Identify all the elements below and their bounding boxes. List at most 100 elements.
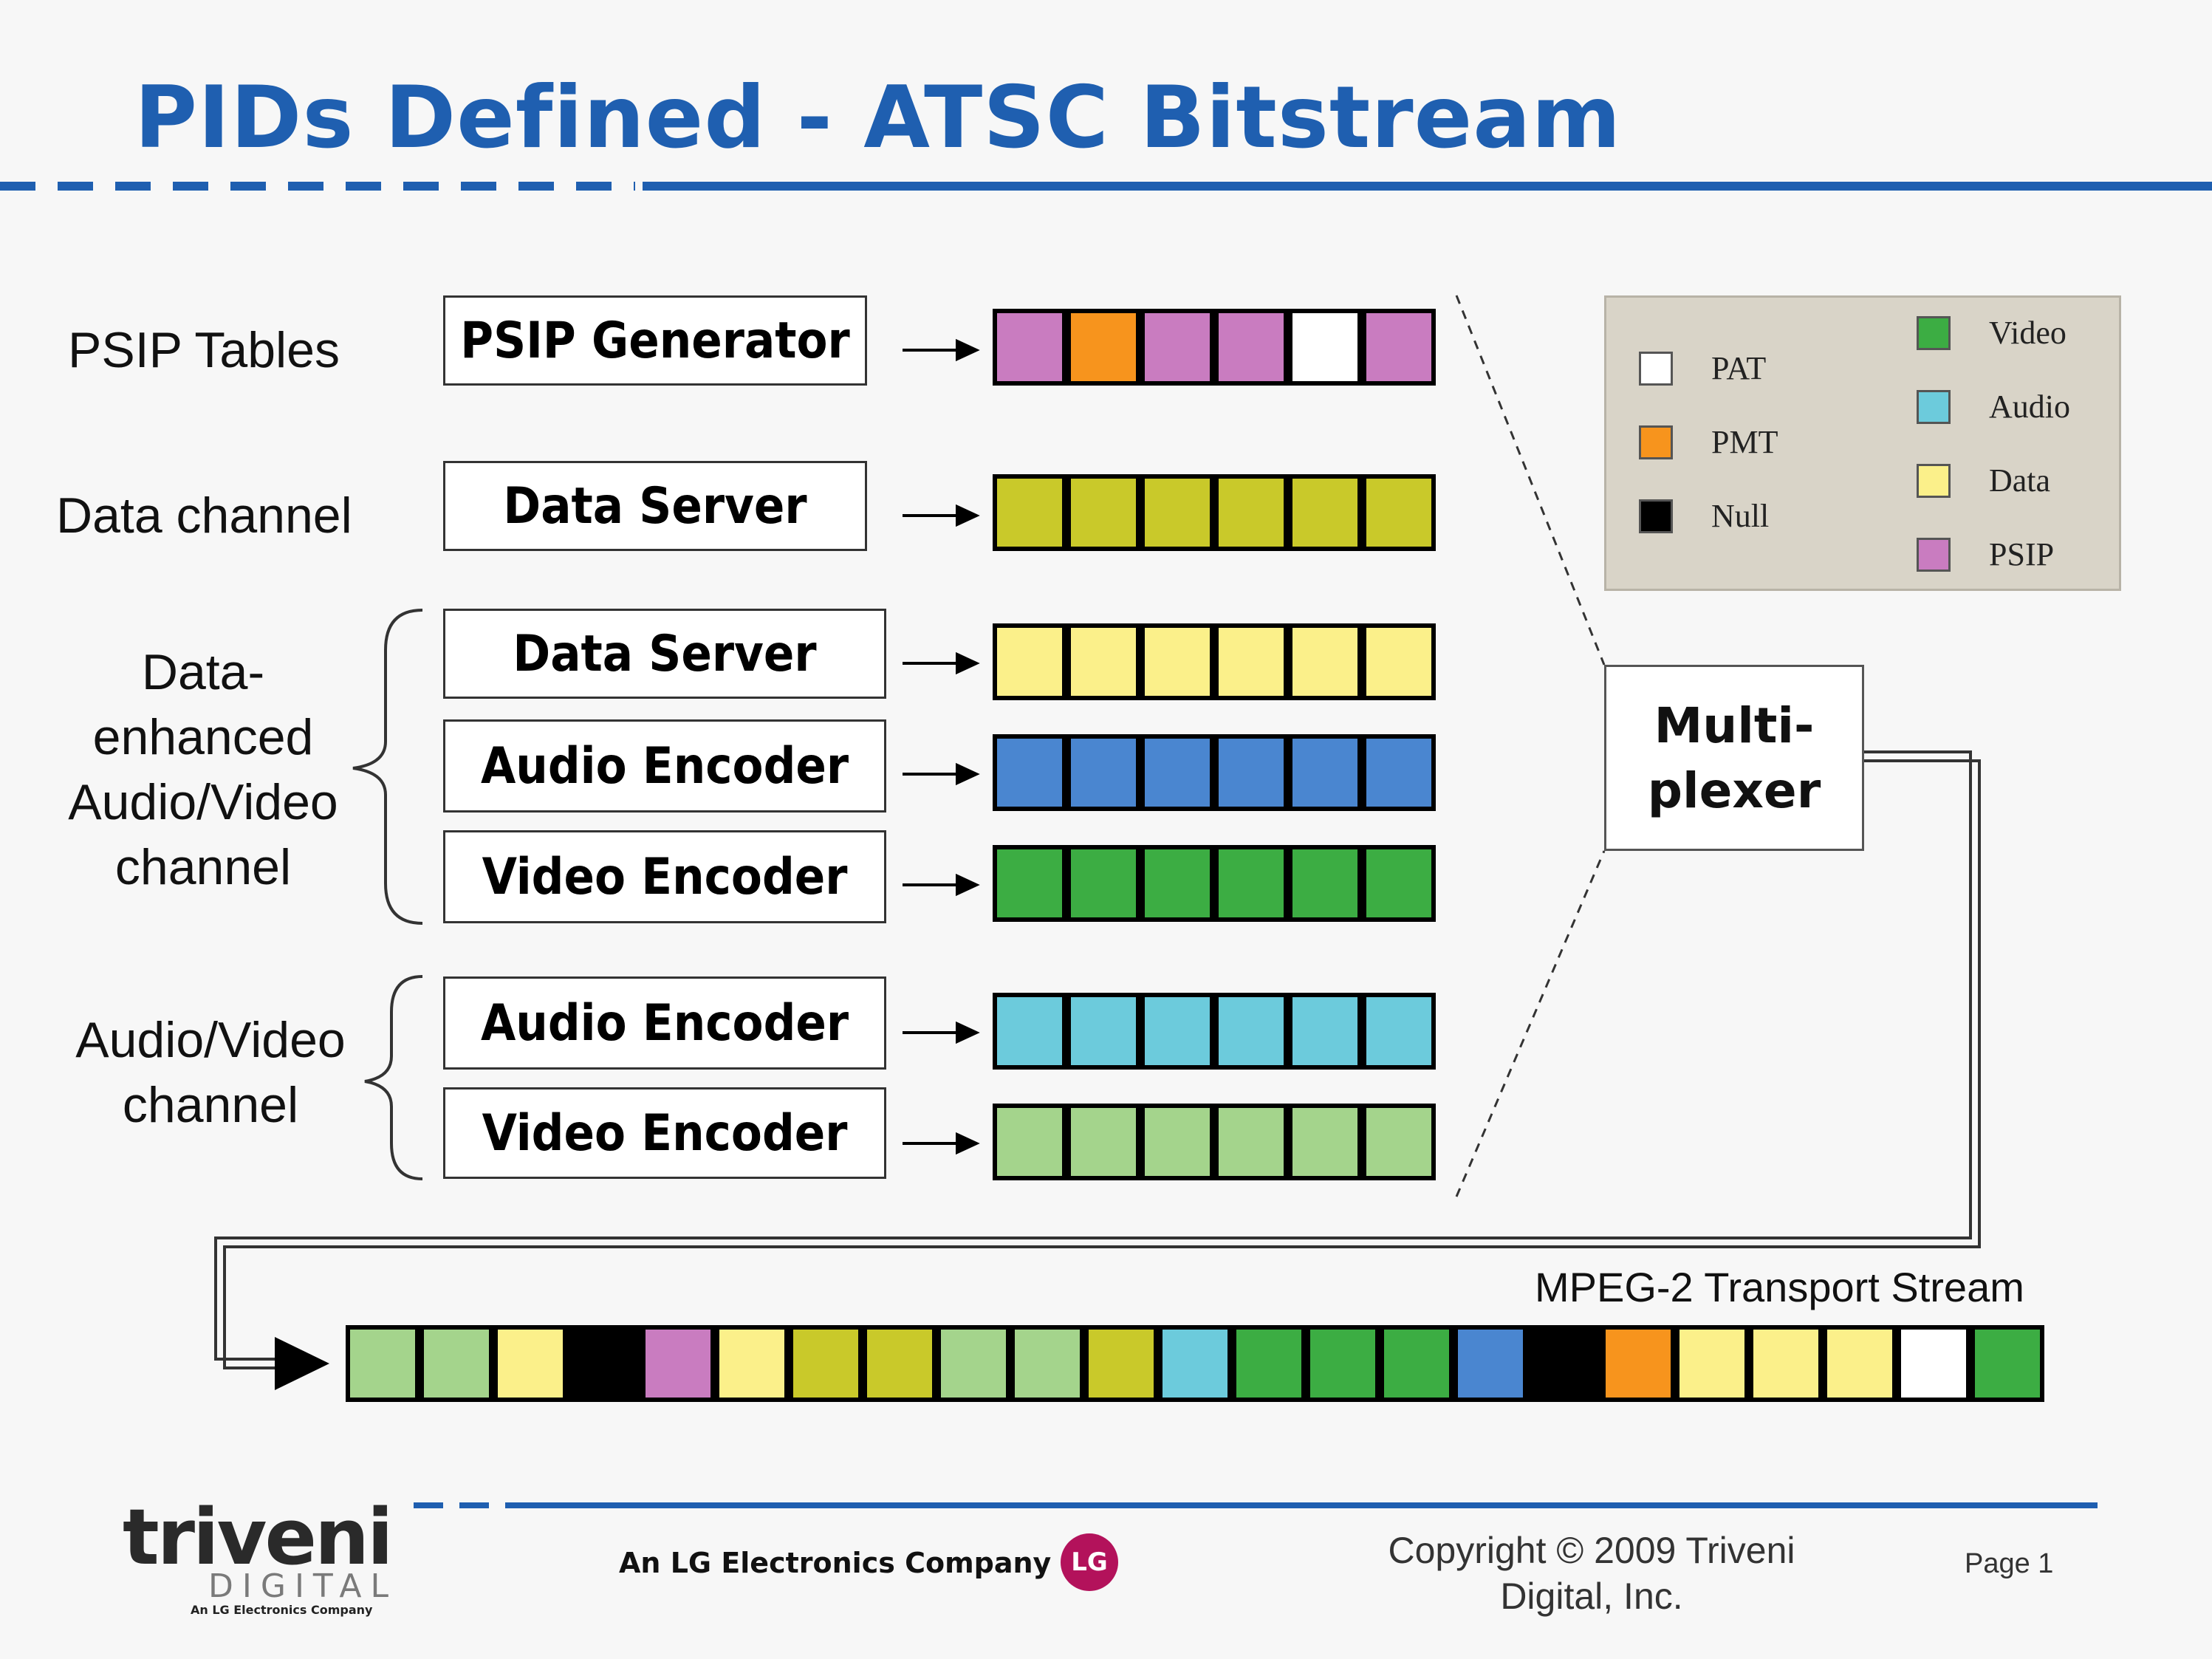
legend: PAT PMT Null Video Audio Data PSIP — [1604, 295, 2121, 591]
packet-video_light — [1214, 1104, 1288, 1180]
legend-swatch-video — [1917, 315, 1951, 350]
packet-video_light — [1140, 1104, 1214, 1180]
packet-audio_encoder_enhanced — [1214, 734, 1288, 811]
stream-packet-data — [1749, 1325, 1823, 1402]
mux-connector — [214, 750, 1981, 1369]
stream-packet-data — [493, 1325, 567, 1402]
brace-data-enhanced — [352, 609, 423, 925]
packet-psip — [1140, 309, 1214, 386]
enhanced-video-encoder-box: Video Encoder — [443, 830, 886, 923]
packet-audio — [1214, 993, 1288, 1070]
page-number: Page 1 — [1965, 1548, 2054, 1579]
stream-packet-null — [1527, 1325, 1601, 1402]
stream-packet-video_light — [420, 1325, 493, 1402]
audio-encoder-box: Audio Encoder — [443, 976, 886, 1070]
fan-in-lines — [1455, 295, 1606, 1197]
label-data-enhanced: Data- enhanced Audio/Video channel — [68, 644, 338, 895]
packet-data_channel — [1066, 474, 1140, 551]
stream-packet-pat — [1897, 1325, 1970, 1402]
packet-audio_encoder_enhanced — [993, 734, 1066, 811]
packet-data — [1288, 623, 1362, 700]
packet-video — [1066, 845, 1140, 922]
legend-item-pat: PAT — [1639, 349, 1766, 387]
label-audio-video: Audio/Video channel — [75, 1012, 346, 1133]
lg-logo-icon: LG — [1061, 1533, 1118, 1591]
packet-data_channel — [1288, 474, 1362, 551]
packet-psip — [1214, 309, 1288, 386]
packet-data_channel — [1362, 474, 1436, 551]
stream-packet-data — [1823, 1325, 1897, 1402]
packet-psip — [1362, 309, 1436, 386]
packet-video — [1362, 845, 1436, 922]
stream-packet-data — [1675, 1325, 1749, 1402]
stream-packet-data_channel — [863, 1325, 936, 1402]
label-data-channel: Data channel — [56, 488, 352, 544]
stream-packet-audio — [1158, 1325, 1232, 1402]
multiplexer-box: Multi- plexer — [1604, 665, 1864, 851]
stream-packet-video_light — [1010, 1325, 1084, 1402]
packet-video_light — [1362, 1104, 1436, 1180]
packet-audio — [1362, 993, 1436, 1070]
legend-item-data: Data — [1917, 462, 2050, 499]
transport-stream-label: MPEG-2 Transport Stream — [1535, 1264, 2024, 1310]
page-title: PIDs Defined - ATSC Bitstream — [134, 68, 1622, 168]
packet-data — [1362, 623, 1436, 700]
brace-audio-video — [364, 975, 423, 1180]
stream-packet-video — [1232, 1325, 1306, 1402]
legend-swatch-pat — [1639, 351, 1673, 386]
stream-packet-video — [1306, 1325, 1380, 1402]
packet-audio_encoder_enhanced — [1066, 734, 1140, 811]
enhanced-data-server-box: Data Server — [443, 609, 886, 699]
stream-packet-psip — [641, 1325, 715, 1402]
video-encoder-box: Video Encoder — [443, 1087, 886, 1179]
packet-pat — [1288, 309, 1362, 386]
legend-swatch-data — [1917, 463, 1951, 498]
packet-video_light — [993, 1104, 1066, 1180]
packet-audio — [1066, 993, 1140, 1070]
packet-data_channel — [993, 474, 1066, 551]
packet-data — [1214, 623, 1288, 700]
stream-packet-null — [567, 1325, 641, 1402]
stream-arrowhead — [275, 1337, 329, 1390]
packet-audio_encoder_enhanced — [1140, 734, 1214, 811]
stream-packet-pmt — [1601, 1325, 1675, 1402]
legend-item-null: Null — [1639, 497, 1769, 535]
packet-audio_encoder_enhanced — [1288, 734, 1362, 811]
packet-data — [1066, 623, 1140, 700]
packet-audio — [993, 993, 1066, 1070]
packet-video — [1288, 845, 1362, 922]
packet-audio — [1288, 993, 1362, 1070]
legend-item-pmt: PMT — [1639, 423, 1778, 461]
stream-packet-video — [1970, 1325, 2044, 1402]
legend-swatch-psip — [1917, 537, 1951, 572]
stream-packet-audio_encoder_enhanced — [1453, 1325, 1527, 1402]
packet-pmt — [1066, 309, 1140, 386]
legend-item-psip: PSIP — [1917, 536, 2054, 573]
row-arrows — [903, 338, 980, 1155]
packet-data — [993, 623, 1066, 700]
packet-audio — [1140, 993, 1214, 1070]
data-server-box: Data Server — [443, 461, 867, 551]
packet-data_channel — [1214, 474, 1288, 551]
packet-video — [1140, 845, 1214, 922]
legend-swatch-null — [1639, 499, 1673, 533]
footer-company: An LG Electronics Company — [619, 1547, 1052, 1579]
packet-video — [1214, 845, 1288, 922]
stream-packet-video_light — [936, 1325, 1010, 1402]
packet-data_channel — [1140, 474, 1214, 551]
packet-data — [1140, 623, 1214, 700]
legend-swatch-audio — [1917, 389, 1951, 424]
legend-item-audio: Audio — [1917, 388, 2070, 425]
copyright: Copyright © 2009 Triveni Digital, Inc. — [1388, 1530, 1795, 1617]
stream-packet-data_channel — [1084, 1325, 1158, 1402]
packet-audio_encoder_enhanced — [1362, 734, 1436, 811]
enhanced-audio-encoder-box: Audio Encoder — [443, 719, 886, 813]
stream-packet-data — [715, 1325, 789, 1402]
stream-packet-video — [1380, 1325, 1453, 1402]
stream-packet-data_channel — [789, 1325, 863, 1402]
packet-video_light — [1288, 1104, 1362, 1180]
stream-packet-video_light — [346, 1325, 420, 1402]
packet-psip — [993, 309, 1066, 386]
